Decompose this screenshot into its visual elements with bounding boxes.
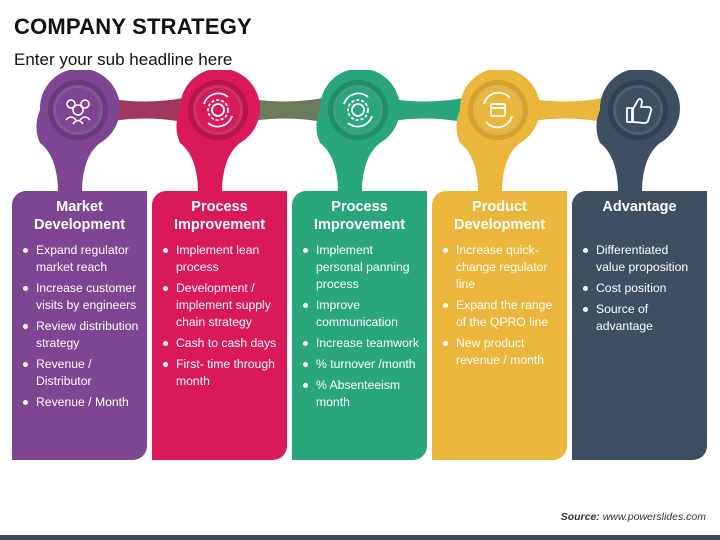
node-2 [176,70,260,192]
card-advantage: Advantage Differentiated value propositi… [572,191,707,460]
bullet-list: Expand regulator market reach Increase c… [20,242,139,411]
card-process-improvement-2: Process Improvement Implement personal p… [292,191,427,460]
strategy-chain [36,70,680,192]
list-item: Cost position [580,280,699,297]
list-item: Expand regulator market reach [20,242,139,276]
bottom-bar [0,535,720,540]
node-1 [36,70,120,192]
card-title: Market Development [33,199,126,233]
list-item: Revenue / Month [20,394,139,411]
card-market-development: Market Development Expand regulator mark… [12,191,147,460]
gear-cycle-icon [203,92,233,128]
node-4 [456,70,540,192]
source-value: www.powerslides.com [602,511,706,523]
list-item: Implement personal panning process [300,242,419,293]
thumbs-up-icon [626,97,653,124]
bullet-list: Implement lean process Development / imp… [160,242,279,390]
list-item: Review distribution strategy [20,318,139,352]
list-item: Increase quick-change regulator line [440,242,559,293]
source-label: Source: [560,511,600,523]
card-title: Process Improvement [313,199,406,233]
list-item: Cash to cash days [160,335,279,352]
gears-people-icon [65,99,91,125]
node-5 [596,70,680,192]
list-item: Differentiated value proposition [580,242,699,276]
card-title: Advantage [602,199,677,215]
source-credit: Source: www.powerslides.com [561,511,706,523]
list-item: Revenue / Distributor [20,356,139,390]
list-item: First- time through month [160,356,279,390]
card-process-improvement-1: Process Improvement Implement lean proce… [152,191,287,460]
list-item: Increase teamwork [300,335,419,352]
list-item: Improve communication [300,297,419,331]
page-subtitle: Enter your sub headline here [14,50,233,69]
bullet-list: Differentiated value proposition Cost po… [580,242,699,335]
page-title: COMPANY STRATEGY [14,14,252,39]
list-item: New product revenue / month [440,335,559,369]
list-item: % Absenteeism month [300,377,419,411]
card-title: Process Improvement [173,199,266,233]
gear-cycle-icon [343,92,373,128]
list-item: Increase customer visits by engineers [20,280,139,314]
list-item: Source of advantage [580,301,699,335]
bullet-list: Implement personal panning process Impro… [300,242,419,411]
card-product-development: Product Development Increase quick-chang… [432,191,567,460]
list-item: Implement lean process [160,242,279,276]
product-box-cycle-icon [483,91,513,129]
bullet-list: Increase quick-change regulator line Exp… [440,242,559,369]
list-item: Expand the range of the QPRO line [440,297,559,331]
card-title: Product Development [453,199,546,233]
node-3 [316,70,400,192]
list-item: Development / implement supply chain str… [160,280,279,331]
list-item: % turnover /month [300,356,419,373]
